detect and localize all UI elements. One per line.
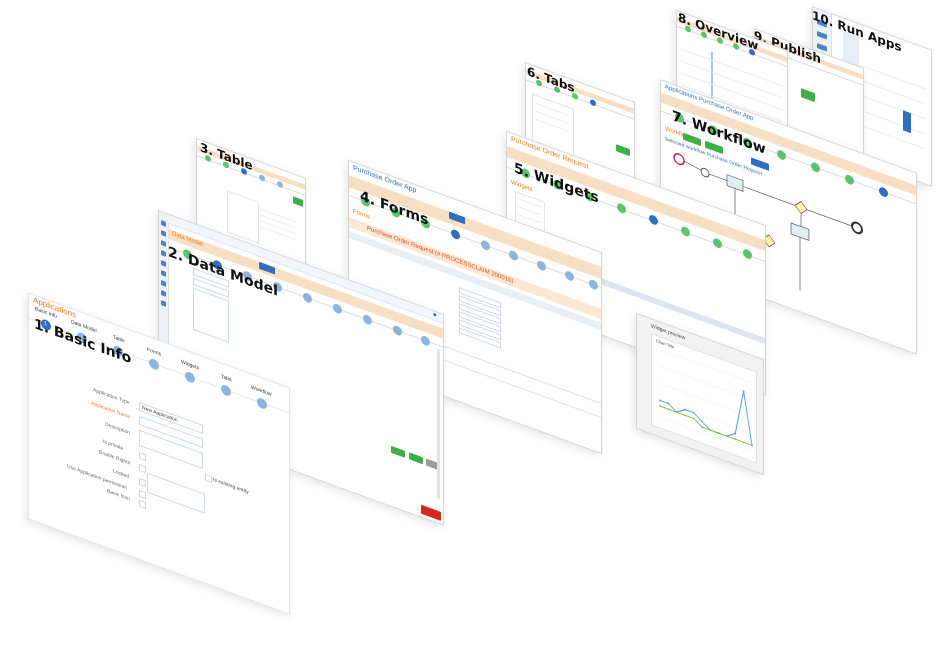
enable-rights-checkbox[interactable] <box>139 463 146 474</box>
is-private-label: Is private <box>103 438 124 453</box>
chart-gridline <box>660 349 752 384</box>
chart-point <box>684 414 686 417</box>
app-tile[interactable] <box>903 110 911 134</box>
nav-icon[interactable] <box>161 260 166 267</box>
task-node[interactable] <box>790 222 810 241</box>
chart-point <box>700 420 703 423</box>
step-workflow[interactable] <box>257 396 267 411</box>
chart-point <box>717 432 720 435</box>
data-model-save-button[interactable] <box>391 445 405 458</box>
use-permission-checkbox[interactable] <box>139 489 146 500</box>
chart-point <box>667 402 670 405</box>
menu-item-icon[interactable] <box>817 42 827 52</box>
use-permission-label: Use Application permission <box>67 463 128 492</box>
locked-checkbox[interactable] <box>139 477 146 488</box>
chart-point <box>675 411 678 414</box>
nav-icon[interactable] <box>161 270 166 277</box>
end-event[interactable] <box>851 221 863 235</box>
existing-entity-checkbox[interactable] <box>205 473 212 484</box>
chart-point <box>667 408 670 411</box>
description-label: Description <box>105 421 131 437</box>
chart-point <box>734 438 737 441</box>
step-label: Table <box>113 334 125 345</box>
chart-gridline <box>660 417 752 452</box>
step-widgets[interactable] <box>185 370 195 385</box>
nav-icon[interactable] <box>161 250 166 257</box>
menu-item-icon[interactable] <box>817 30 827 40</box>
chart-point <box>742 390 745 393</box>
gateway[interactable] <box>794 199 808 215</box>
step-label: Widgets <box>181 359 200 372</box>
table-save-button[interactable] <box>293 196 303 207</box>
chart-point <box>692 417 695 420</box>
step-label: Workflow <box>251 384 272 398</box>
chart-point <box>734 432 737 435</box>
nav-icon[interactable] <box>161 280 166 287</box>
enable-rights-label: Enable Rights <box>99 449 131 467</box>
chart-point <box>751 444 753 447</box>
nav-icon[interactable] <box>161 220 166 227</box>
intermediate-event[interactable] <box>700 167 710 178</box>
basic-icon-checkbox[interactable] <box>139 499 146 510</box>
start-event[interactable] <box>673 152 685 166</box>
save-tabs-button[interactable] <box>616 144 630 157</box>
is-private-checkbox[interactable] <box>139 451 146 462</box>
step-tabs[interactable] <box>221 383 231 398</box>
publish-button[interactable] <box>801 88 815 103</box>
chart-series-line <box>660 390 753 446</box>
widget-preview-panel: Widget preview Chart Title <box>636 312 764 476</box>
chart-point <box>726 435 728 438</box>
chart-series-line <box>660 405 752 446</box>
step-label: Tabs <box>221 373 232 384</box>
user-icon[interactable]: ● <box>432 310 437 320</box>
close-button[interactable] <box>421 504 441 521</box>
scrollbar[interactable] <box>437 348 440 500</box>
nav-icon[interactable] <box>161 290 166 297</box>
line-chart <box>659 349 753 452</box>
chart-point <box>700 426 703 428</box>
rights-input[interactable] <box>147 472 205 514</box>
nav-icon[interactable] <box>161 230 166 237</box>
chart-gridline <box>660 383 752 418</box>
data-model-next-button[interactable] <box>409 452 423 465</box>
existing-entity-label: Is existing entity <box>213 476 249 496</box>
chart-point <box>692 411 695 414</box>
nav-icon[interactable] <box>161 240 166 247</box>
chart-gridline <box>660 366 752 401</box>
chart-point <box>709 429 712 431</box>
chart-point <box>684 408 686 411</box>
chart-card: Chart Title <box>651 333 757 464</box>
step-forms[interactable] <box>149 357 159 371</box>
step-label: Forms <box>147 346 162 358</box>
locked-label: Locked <box>113 468 130 481</box>
task-node[interactable] <box>726 174 744 192</box>
chart-point <box>742 441 745 444</box>
chart-point <box>659 399 661 402</box>
nav-icon[interactable] <box>161 300 166 307</box>
chart-point <box>659 405 661 408</box>
